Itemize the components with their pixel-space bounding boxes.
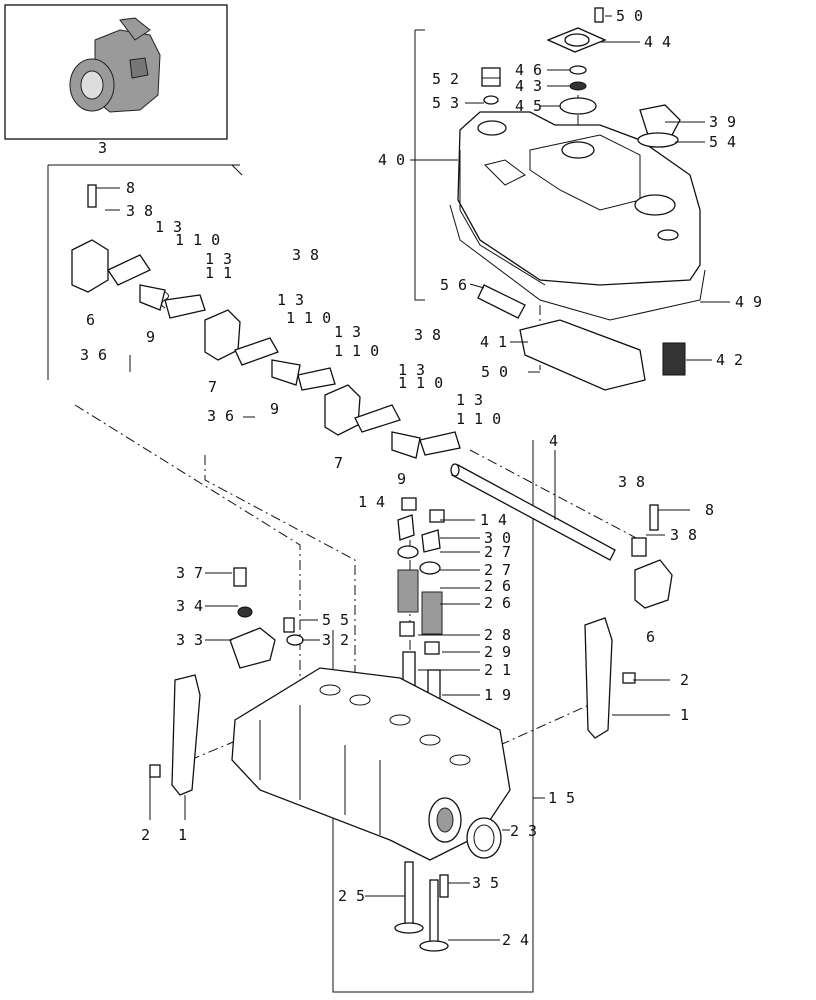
callout-label: 2 8 bbox=[484, 626, 511, 644]
callout-label: 7 bbox=[208, 378, 217, 396]
callout-label: 1 bbox=[178, 826, 187, 844]
sealant-tube bbox=[477, 284, 526, 319]
callout-label: 2 bbox=[141, 826, 150, 844]
callout-label: 3 9 bbox=[709, 113, 736, 131]
callout-label: 2 3 bbox=[510, 822, 537, 840]
callout-label: 3 0 bbox=[484, 529, 511, 547]
callout-label: 8 bbox=[126, 179, 135, 197]
breather-assembly bbox=[481, 7, 607, 115]
lifting-eyes bbox=[149, 617, 636, 796]
callout-label: 2 bbox=[680, 671, 689, 689]
callout-label: 3 8 bbox=[670, 526, 697, 544]
cover-gasket bbox=[449, 204, 706, 321]
callout-label: 1 1 0 bbox=[456, 410, 501, 428]
callout-label: 1 1 0 bbox=[175, 231, 220, 249]
callout-label: 6 bbox=[86, 311, 95, 329]
callout-label: 1 1 bbox=[205, 264, 232, 282]
callout-label: 5 2 bbox=[432, 70, 459, 88]
callout-label: 3 3 bbox=[176, 631, 203, 649]
callout-label: 4 0 bbox=[378, 151, 405, 169]
callout-label: 5 0 bbox=[481, 363, 508, 381]
valves bbox=[394, 861, 449, 952]
callout-label: 1 4 bbox=[358, 493, 385, 511]
callout-label: 3 5 bbox=[472, 874, 499, 892]
callout-label: 1 9 bbox=[484, 686, 511, 704]
callout-label: 4 6 bbox=[515, 61, 542, 79]
callout-label: 4 bbox=[549, 432, 558, 450]
callout-label: 1 4 bbox=[480, 511, 507, 529]
callout-label: 3 8 bbox=[292, 246, 319, 264]
callout-label: 2 7 bbox=[484, 561, 511, 579]
rocker-set-2 bbox=[204, 309, 336, 391]
callout-label: 5 4 bbox=[709, 133, 736, 151]
callout-label: 9 bbox=[146, 328, 155, 346]
callout-label: 5 6 bbox=[440, 276, 467, 294]
bracket-parts bbox=[229, 567, 304, 669]
callout-label: 1 3 bbox=[456, 391, 483, 409]
callout-label: 4 2 bbox=[716, 351, 743, 369]
oil-filler-cap bbox=[637, 104, 681, 148]
rocker-set-3 bbox=[324, 384, 461, 459]
callout-labels: 3 8 3 8 1 3 1 1 0 1 3 1 1 3 8 6 9 1 3 1 … bbox=[80, 7, 762, 949]
decal-block bbox=[662, 342, 686, 376]
rocker-shaft bbox=[450, 463, 673, 609]
callout-label: 1 3 bbox=[398, 361, 425, 379]
leader-lines bbox=[96, 15, 730, 941]
callout-label: 3 8 bbox=[414, 326, 441, 344]
callout-label: 1 3 bbox=[155, 218, 182, 236]
callout-label: 2 6 bbox=[484, 594, 511, 612]
callout-label: 4 3 bbox=[515, 77, 542, 95]
rocker-cover bbox=[457, 111, 701, 286]
callout-label: 6 bbox=[646, 628, 655, 646]
rocker-set-1 bbox=[71, 184, 206, 319]
callout-label: 1 3 bbox=[205, 250, 232, 268]
callout-label: 1 3 bbox=[334, 323, 361, 341]
callout-label: 5 0 bbox=[616, 7, 643, 25]
callout-label: 4 1 bbox=[480, 333, 507, 351]
callout-label: 1 1 0 bbox=[286, 309, 331, 327]
callout-label: 1 1 0 bbox=[334, 342, 379, 360]
callout-label: 3 bbox=[98, 139, 107, 157]
callout-label: 1 bbox=[680, 706, 689, 724]
callout-label: 2 9 bbox=[484, 643, 511, 661]
callout-label: 3 6 bbox=[80, 346, 107, 364]
cylinder-head bbox=[231, 667, 511, 861]
callout-label: 3 4 bbox=[176, 597, 203, 615]
callout-label: 3 8 bbox=[126, 202, 153, 220]
callout-label: 9 bbox=[270, 400, 279, 418]
callout-label: 8 bbox=[705, 501, 714, 519]
engine-thumbnail bbox=[4, 4, 228, 140]
callout-label: 5 5 bbox=[322, 611, 349, 629]
callout-label: 2 4 bbox=[502, 931, 529, 949]
callout-label: 3 7 bbox=[176, 564, 203, 582]
callout-label: 7 bbox=[334, 454, 343, 472]
callout-label: 2 6 bbox=[484, 577, 511, 595]
callout-label: 2 1 bbox=[484, 661, 511, 679]
callout-label: 9 bbox=[397, 470, 406, 488]
callout-label: 2 5 bbox=[338, 887, 365, 905]
cover-plate bbox=[519, 319, 646, 391]
callout-label: 3 2 bbox=[322, 631, 349, 649]
callout-label: 3 8 bbox=[618, 473, 645, 491]
callout-label: 3 6 bbox=[207, 407, 234, 425]
callout-label: 1 1 0 bbox=[398, 374, 443, 392]
callout-label: 4 5 bbox=[515, 97, 542, 115]
callout-label: 2 7 bbox=[484, 543, 511, 561]
callout-label: 5 3 bbox=[432, 94, 459, 112]
callout-label: 1 3 bbox=[277, 291, 304, 309]
callout-label: 4 4 bbox=[644, 33, 671, 51]
callout-label: 1 5 bbox=[548, 789, 575, 807]
callout-label: 4 9 bbox=[735, 293, 762, 311]
